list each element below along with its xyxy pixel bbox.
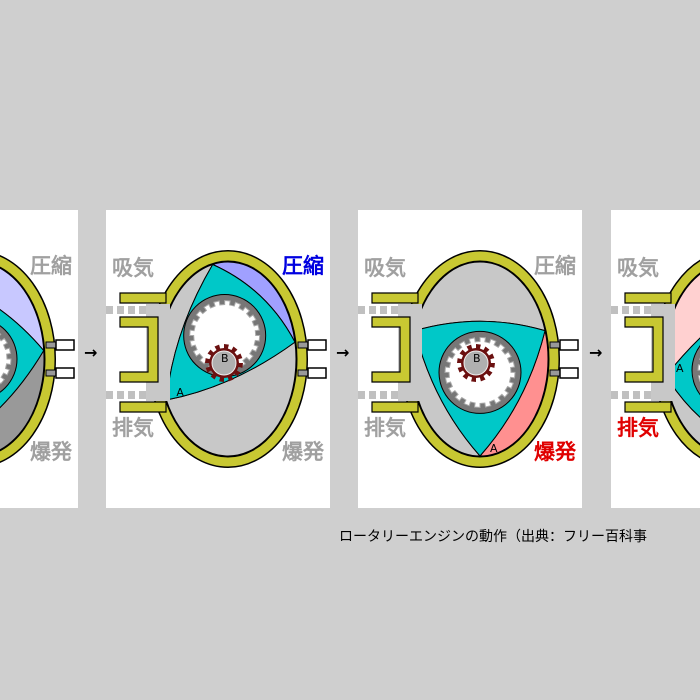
- stage-label-compression: 圧縮: [534, 254, 576, 278]
- spark-plug-icon: [559, 339, 579, 351]
- rotor: [0, 309, 45, 409]
- stage-label-intake: 吸気: [364, 256, 406, 280]
- stage-label-exhaust: 排気: [364, 416, 406, 440]
- spark-plug-icon: [55, 367, 75, 379]
- pinion-mark: B: [221, 352, 229, 365]
- stage-label-intake: 吸気: [112, 256, 154, 280]
- arrow-icon: →: [336, 343, 350, 362]
- eccentric-shaft: [211, 350, 237, 376]
- caption: ロータリーエンジンの動作（出典：フリー百科事: [339, 529, 647, 545]
- rotary-engine-diagram: BA: [611, 259, 700, 459]
- arrow-icon: →: [589, 343, 603, 362]
- spark-plug-icon: [307, 367, 327, 379]
- port-walls: [371, 292, 419, 413]
- rotary-engine-diagram: BA: [106, 250, 327, 468]
- stage-label-explosion: 爆発: [282, 440, 324, 464]
- stage-label-exhaust: 排気: [617, 416, 659, 440]
- rotary-engine-diagram: BA: [0, 255, 75, 463]
- stage-label-intake: 吸気: [617, 256, 659, 280]
- pinion-mark: B: [473, 352, 481, 365]
- stage-label-exhaust: 排気: [112, 416, 154, 440]
- spark-plug-icon: [297, 369, 309, 377]
- rotor-mark: A: [176, 386, 184, 399]
- spark-plug-icon: [55, 339, 75, 351]
- spark-plug-icon: [297, 341, 309, 349]
- spark-plug-icon: [559, 367, 579, 379]
- spark-plug-icon: [307, 339, 327, 351]
- arrow-icon: →: [84, 343, 98, 362]
- rotary-engine-diagram: BA: [358, 250, 579, 468]
- port-walls: [624, 292, 672, 413]
- stage-label-explosion: 爆発: [30, 440, 72, 464]
- rotor-mark: A: [676, 362, 684, 375]
- rotor-mark: A: [490, 442, 498, 455]
- internal-gear-ring: [691, 345, 700, 396]
- spark-plug-icon: [549, 369, 561, 377]
- spark-plug-icon: [45, 341, 57, 349]
- stage-label-compression: 圧縮: [282, 254, 324, 278]
- stage-label-compression: 圧縮: [30, 254, 72, 278]
- internal-gear-icon: [0, 332, 12, 385]
- stage-label-explosion: 爆発: [534, 440, 576, 464]
- combustion-chamber: [0, 267, 45, 353]
- internal-gear-icon: [697, 357, 700, 382]
- spark-plug-icon: [549, 341, 561, 349]
- rotor: [665, 337, 700, 418]
- housing-wall: [0, 256, 55, 462]
- eccentric-shaft: [463, 350, 489, 376]
- port-walls: [119, 292, 167, 413]
- spark-plug-icon: [45, 369, 57, 377]
